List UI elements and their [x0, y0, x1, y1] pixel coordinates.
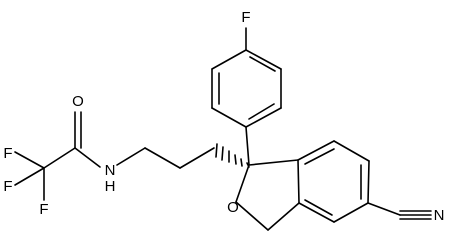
bond	[248, 159, 299, 166]
bond-n-co	[74, 147, 101, 168]
bond	[211, 49, 247, 70]
double-bond-inner	[304, 199, 333, 216]
bond-c-f	[14, 151, 45, 169]
bond	[211, 107, 247, 128]
fluorine-label: F	[3, 145, 12, 162]
bond-c-n	[116, 147, 146, 166]
ring-oxygen-label: O	[227, 199, 239, 216]
fluorine-label: F	[39, 201, 48, 218]
amide-nitrogen-label: N	[105, 162, 116, 179]
dihydroisobenzofuran-core	[235, 126, 370, 231]
double-bond-inner	[248, 103, 275, 120]
bond	[245, 107, 282, 128]
bond	[179, 147, 215, 169]
trifluoroacetamide-group	[14, 111, 101, 201]
carbonyl-oxygen-label: O	[72, 93, 84, 110]
nitrile-group	[367, 202, 432, 220]
bond-ring-fusion	[297, 159, 300, 204]
bond	[333, 202, 369, 223]
propyl-chain	[116, 143, 250, 169]
double-bond-inner	[249, 56, 276, 72]
amide-hydrogen-label: H	[105, 178, 116, 195]
fluorophenyl-ring	[211, 27, 282, 128]
bond	[43, 147, 76, 169]
hashed-wedge-bond	[215, 143, 250, 168]
bond	[298, 202, 335, 223]
fluorine-label: F	[241, 9, 250, 26]
nitrile-nitrogen-label: N	[434, 207, 445, 224]
atom-labels: F O N H F F F O N	[3, 9, 444, 224]
bond-o-ch2	[235, 201, 269, 231]
bond	[267, 202, 300, 231]
fluorine-label: F	[3, 178, 12, 195]
bond-c-o-ring	[235, 164, 250, 203]
double-bond-inner	[304, 148, 335, 165]
bond	[144, 147, 181, 169]
bond	[245, 126, 250, 166]
bond-c-f	[14, 167, 45, 186]
bond	[367, 202, 401, 216]
bond	[245, 49, 282, 70]
bond	[333, 140, 370, 162]
bond	[367, 160, 370, 204]
bond	[297, 140, 335, 161]
